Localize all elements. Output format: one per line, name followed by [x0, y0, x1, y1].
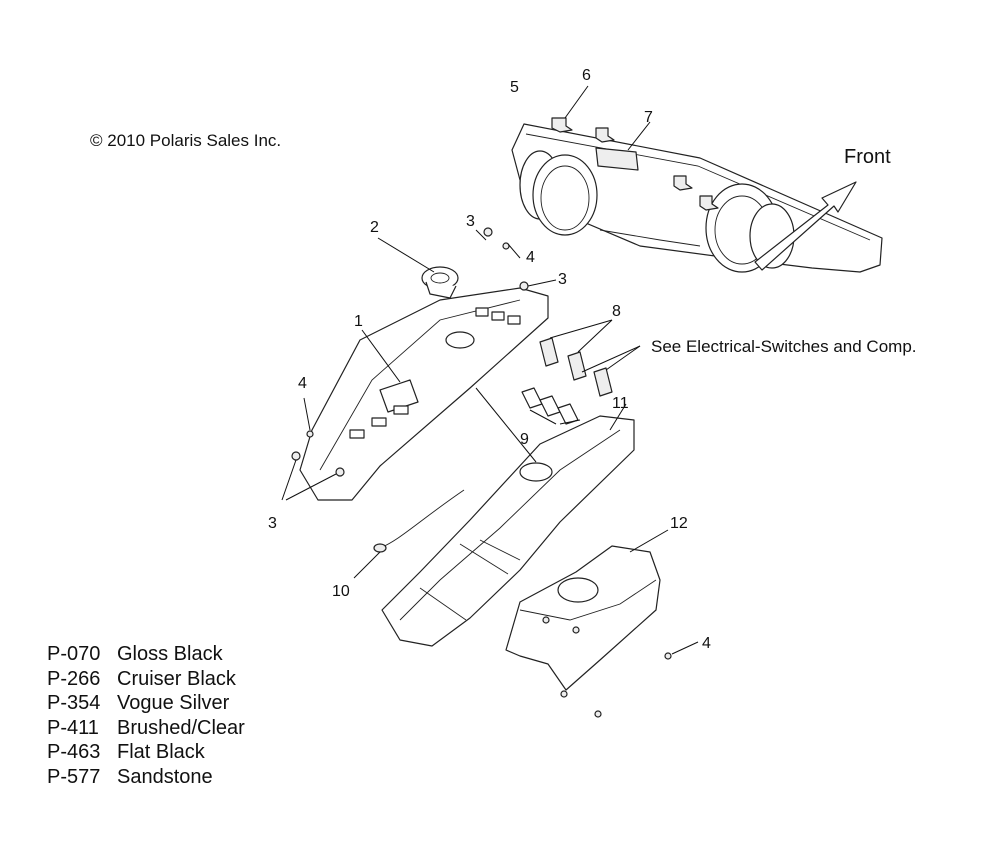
- callout-9: 9: [520, 431, 529, 448]
- color-code-entry: P-070 Gloss Black: [47, 642, 245, 667]
- console-top-panel: [299, 287, 549, 501]
- callout-3: 3: [466, 213, 475, 230]
- color-code: P-463: [47, 741, 101, 763]
- callout-4: 4: [526, 249, 535, 266]
- color-code-entry: P-463 Flat Black: [47, 740, 245, 765]
- wire-harness: [353, 489, 465, 579]
- front-direction-label: Front: [844, 146, 891, 168]
- color-code: P-411: [47, 716, 99, 739]
- fasteners-left: [281, 397, 345, 501]
- color-name: Gloss Black: [117, 643, 223, 665]
- color-name: Flat Black: [117, 741, 205, 763]
- callout-8: 8: [612, 303, 621, 320]
- callout-11: 11: [612, 395, 629, 412]
- color-code: P-354: [47, 692, 101, 714]
- copyright-notice: © 2010 Polaris Sales Inc.: [90, 131, 282, 150]
- callout-1: 1: [354, 313, 363, 330]
- callout-10: 10: [332, 583, 350, 600]
- color-code: P-577: [47, 765, 101, 788]
- fasteners-upper: [475, 227, 557, 291]
- color-code-entry: P-577 Sandstone: [47, 765, 245, 790]
- bezel-parts: [521, 387, 581, 425]
- front-direction-arrow: [754, 181, 857, 271]
- callout-2: 2: [370, 219, 379, 236]
- color-code-entry: P-411 Brushed/Clear: [47, 716, 245, 741]
- callout-12: 12: [670, 515, 688, 532]
- color-code-list: P-070 Gloss Black P-266 Cruiser Black P-35…: [47, 642, 245, 789]
- color-name: Brushed/Clear: [117, 716, 245, 739]
- callout-5: 5: [510, 79, 519, 96]
- callout-7: 7: [644, 109, 653, 126]
- console-base: [381, 403, 635, 647]
- color-code-entry: P-266 Cruiser Black: [47, 667, 245, 692]
- color-code: P-266: [47, 667, 101, 690]
- color-code-entry: P-354 Vogue Silver: [47, 691, 245, 716]
- callout-6: 6: [582, 67, 591, 84]
- reference-note: See Electrical-Switches and Comp.: [651, 337, 917, 356]
- callout-4: 4: [702, 635, 711, 652]
- callout-3: 3: [558, 271, 567, 288]
- lower-side-panel: [475, 387, 699, 718]
- color-name: Sandstone: [117, 765, 213, 788]
- switch-parts: [539, 319, 641, 397]
- color-code: P-070: [47, 643, 101, 665]
- callout-3: 3: [268, 515, 277, 532]
- ignition-switch-part: [377, 237, 459, 299]
- callout-4: 4: [298, 375, 307, 392]
- color-name: Cruiser Black: [117, 667, 236, 690]
- color-name: Vogue Silver: [117, 692, 230, 714]
- pad-part: [595, 121, 651, 171]
- clip-parts: [551, 85, 719, 211]
